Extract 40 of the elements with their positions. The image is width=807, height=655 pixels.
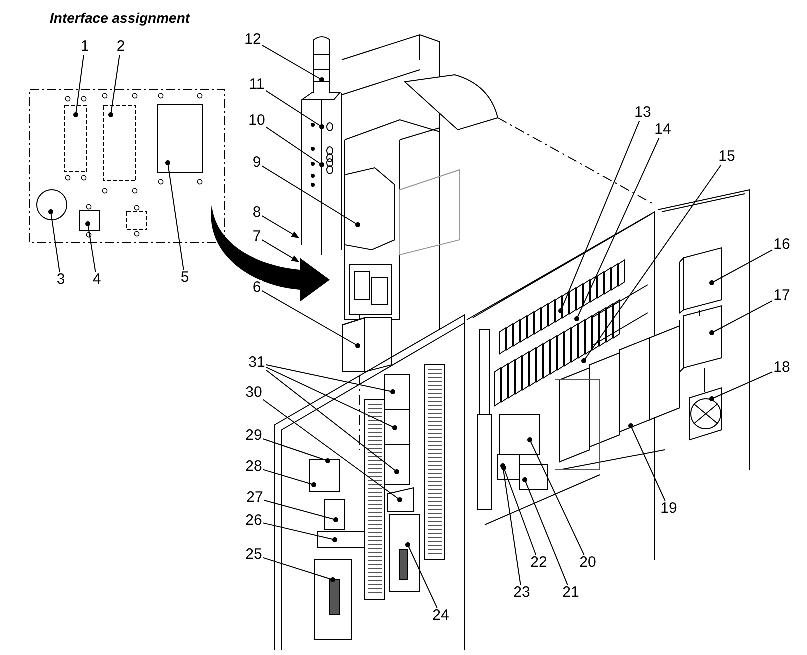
leader-line [710, 250, 774, 286]
leader-line [710, 372, 774, 402]
leader-line [48, 210, 60, 272]
callout-number: 13 [634, 105, 652, 121]
leader-line [108, 54, 120, 118]
leader-line [628, 424, 666, 502]
leader-line [266, 364, 396, 394]
callout-number: 14 [654, 122, 672, 138]
callout-number: 11 [248, 77, 266, 93]
leader-line [266, 370, 400, 474]
leader-line [86, 222, 96, 272]
leader-line [262, 290, 360, 348]
leader-line [500, 464, 522, 586]
leader-line [574, 138, 660, 322]
leader-line [502, 466, 537, 556]
callout-number: 15 [718, 149, 736, 165]
arrow [262, 216, 300, 238]
leader-line [262, 522, 338, 542]
leader-line [266, 126, 324, 168]
callout-number: 1 [80, 39, 90, 55]
leader-line [264, 500, 338, 522]
leader-line [262, 44, 324, 82]
arrow [262, 240, 300, 262]
leader-line [262, 166, 360, 228]
leader-line [262, 438, 330, 464]
leader-line [710, 300, 774, 336]
leader-line [528, 438, 585, 556]
diagram-title: Interface assignment [50, 10, 190, 26]
leader-line [266, 366, 398, 430]
leader-line [262, 557, 336, 582]
leader-line [558, 120, 640, 314]
leader-line [522, 478, 568, 586]
leader-line [262, 399, 402, 502]
leader-line [406, 542, 438, 608]
leader-line [74, 54, 84, 118]
leader-line [582, 164, 722, 364]
leader-line [166, 160, 184, 270]
callout-number: 2 [116, 39, 126, 55]
leader-line [265, 90, 324, 130]
leader-line [262, 469, 316, 488]
